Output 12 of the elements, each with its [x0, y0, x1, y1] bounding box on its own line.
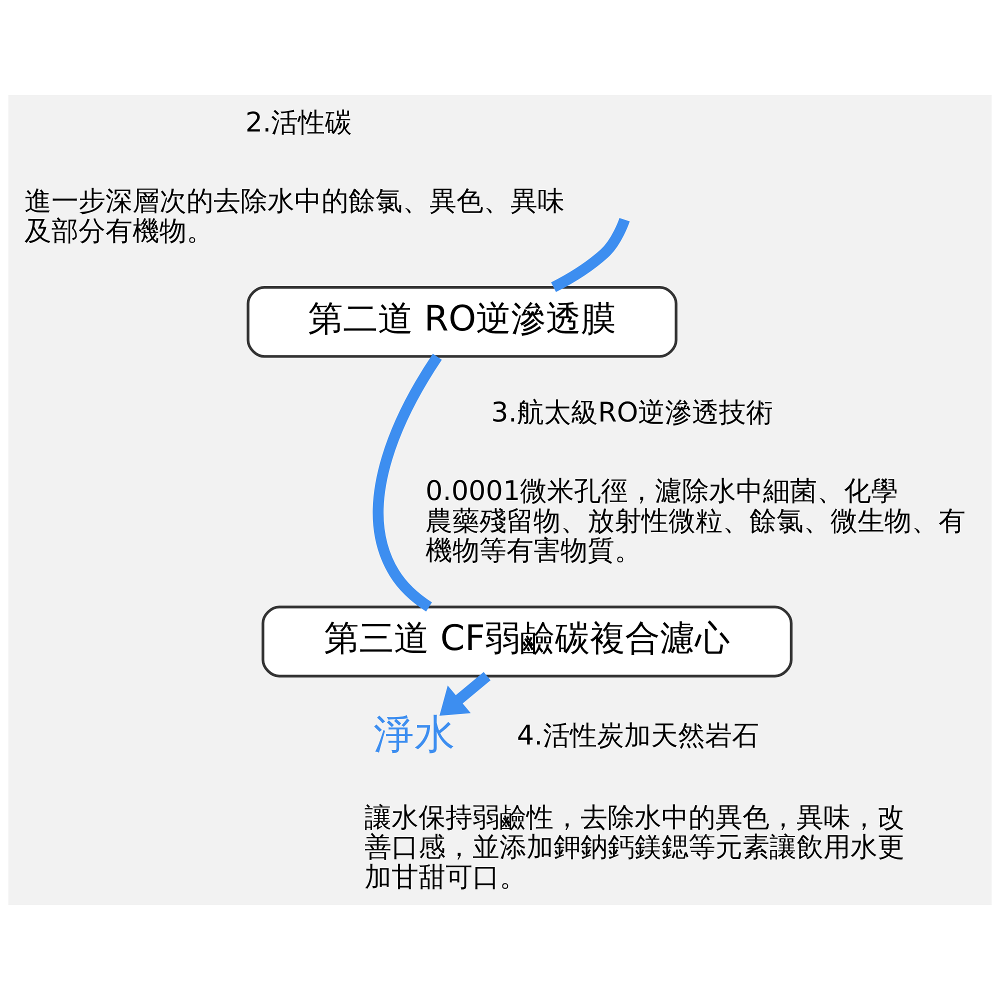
- label: 2.活性碳: [245, 108, 352, 139]
- connector: [372, 354, 442, 612]
- connector: [551, 218, 630, 292]
- arrow: [439, 672, 491, 716]
- label: 0.0001微米孔徑，濾除水中細菌、化學農藥殘留物、放射性微粒、餘氯、微生物、有機物等有害物質。: [426, 476, 966, 567]
- node-box: 第三道 CF弱鹼碳複合濾心: [262, 606, 793, 678]
- label: 4.活性炭加天然岩石: [516, 720, 759, 752]
- node-text: 淨水: [374, 710, 456, 758]
- node-box: 第二道 RO逆滲透膜: [246, 286, 678, 358]
- label: 進一步深層次的去除水中的餘氯、異色、異味及部分有機物。: [24, 186, 565, 247]
- label: 讓水保持弱鹼性，去除水中的異色，異味，改善口感，並添加鉀鈉鈣鎂鍶等元素讓飲用水更加甘甜可口。: [364, 802, 905, 894]
- label: 3.航太級RO逆滲透技術: [491, 397, 774, 428]
